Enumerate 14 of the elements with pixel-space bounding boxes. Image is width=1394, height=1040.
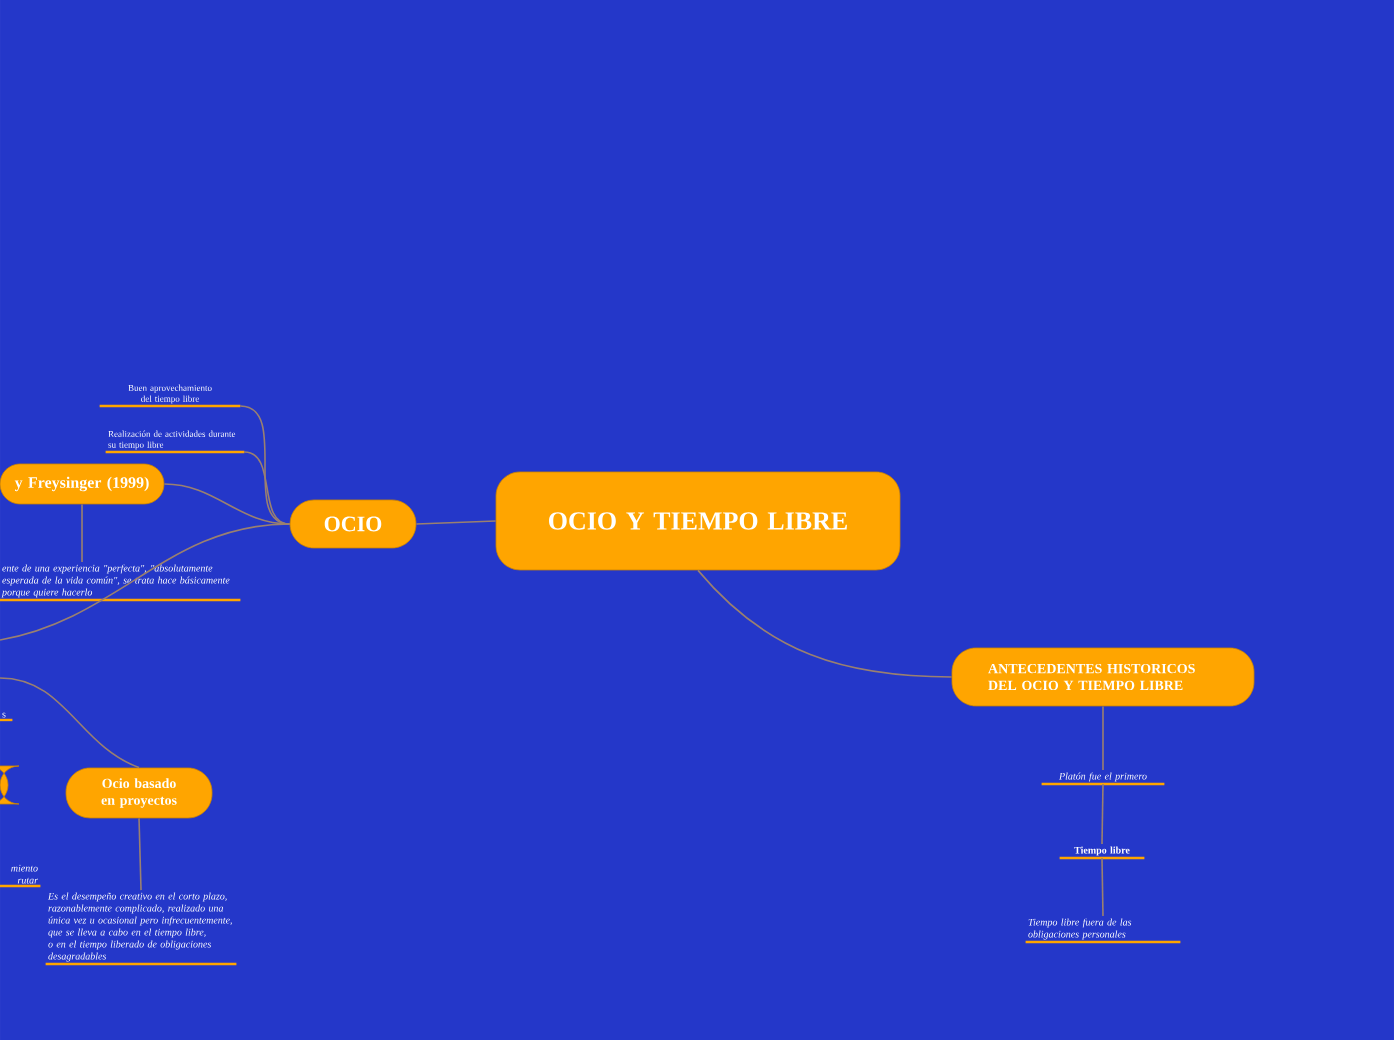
connector bbox=[138, 817, 142, 891]
connector bbox=[1101, 857, 1104, 917]
connector bbox=[697, 569, 953, 678]
connector bbox=[415, 520, 497, 525]
box bbox=[0, 765, 20, 805]
connector bbox=[0, 523, 291, 641]
topic-box: OCIO bbox=[289, 499, 417, 549]
connector bbox=[1101, 783, 1104, 845]
topic-box: y Freysinger (1999) bbox=[0, 463, 165, 505]
connector bbox=[243, 451, 291, 525]
connector bbox=[1102, 705, 1104, 771]
topic-box: OCIO Y TIEMPO LIBRE bbox=[495, 471, 901, 571]
connector bbox=[81, 503, 83, 563]
connector bbox=[0, 677, 140, 769]
